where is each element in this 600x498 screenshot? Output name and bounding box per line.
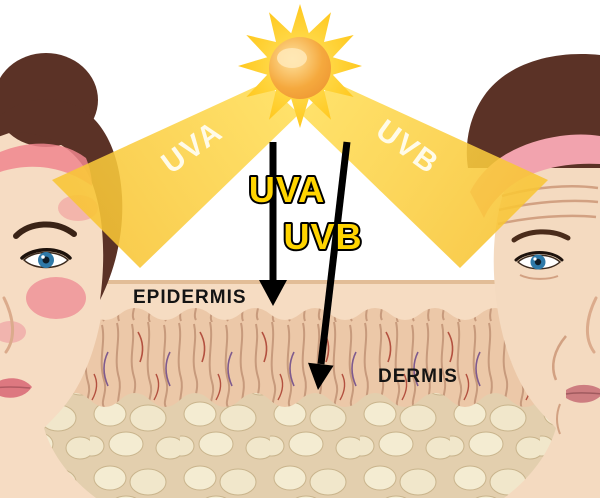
- sun-highlight: [277, 48, 307, 68]
- left-lips: [0, 378, 32, 398]
- right-headband: [470, 134, 600, 218]
- left-eye-glint: [41, 255, 45, 259]
- right-eye-pupil: [534, 258, 542, 266]
- left-eyelash: [20, 248, 72, 260]
- dermis-layer: [0, 300, 600, 407]
- uva-beam: [52, 82, 299, 268]
- uvb-arrow: [308, 141, 351, 390]
- skin-cross-section: [0, 280, 600, 498]
- uvb-arrow-shaft: [317, 141, 351, 365]
- left-eye: [20, 248, 72, 269]
- marionette-line: [556, 403, 561, 435]
- right-eyelash: [514, 251, 564, 262]
- uvb-beam: [301, 82, 548, 268]
- uva-arrow: [259, 142, 287, 306]
- uva-ray-label: UVA: [249, 169, 325, 210]
- epidermis-layer: [0, 280, 600, 320]
- sunburn-cheek-patch: [26, 277, 86, 319]
- nasolabial-fold: [552, 335, 567, 381]
- under-eye-wrinkle: [519, 274, 559, 280]
- uvb-ray-label: UVB: [283, 216, 362, 257]
- skin-surface-line: [0, 280, 600, 284]
- left-face: [0, 53, 123, 498]
- sunburn-forehead-patch: [0, 143, 92, 186]
- left-face-hair: [0, 99, 123, 300]
- fat-layer: [0, 392, 600, 498]
- left-eyebrow: [13, 221, 77, 239]
- sun-icon: [238, 4, 362, 128]
- right-lips: [566, 385, 600, 403]
- forehead-wrinkle: [497, 214, 597, 226]
- right-eye: [514, 251, 564, 280]
- sun-core: [269, 37, 331, 99]
- right-mouth-line: [565, 392, 600, 395]
- uvb-arrowhead-icon: [308, 362, 334, 390]
- right-nose-line: [586, 296, 598, 354]
- left-mouth-line: [0, 386, 31, 389]
- right-face: [466, 54, 600, 498]
- right-eyebrow: [511, 229, 571, 243]
- right-eye-glint: [533, 257, 537, 261]
- dermis-label: DERMIS: [378, 366, 458, 387]
- left-nose-line: [2, 296, 14, 354]
- uva-arrowhead-icon: [259, 280, 287, 306]
- right-face-skin: [493, 120, 600, 498]
- epidermis-label: EPIDERMIS: [133, 287, 247, 308]
